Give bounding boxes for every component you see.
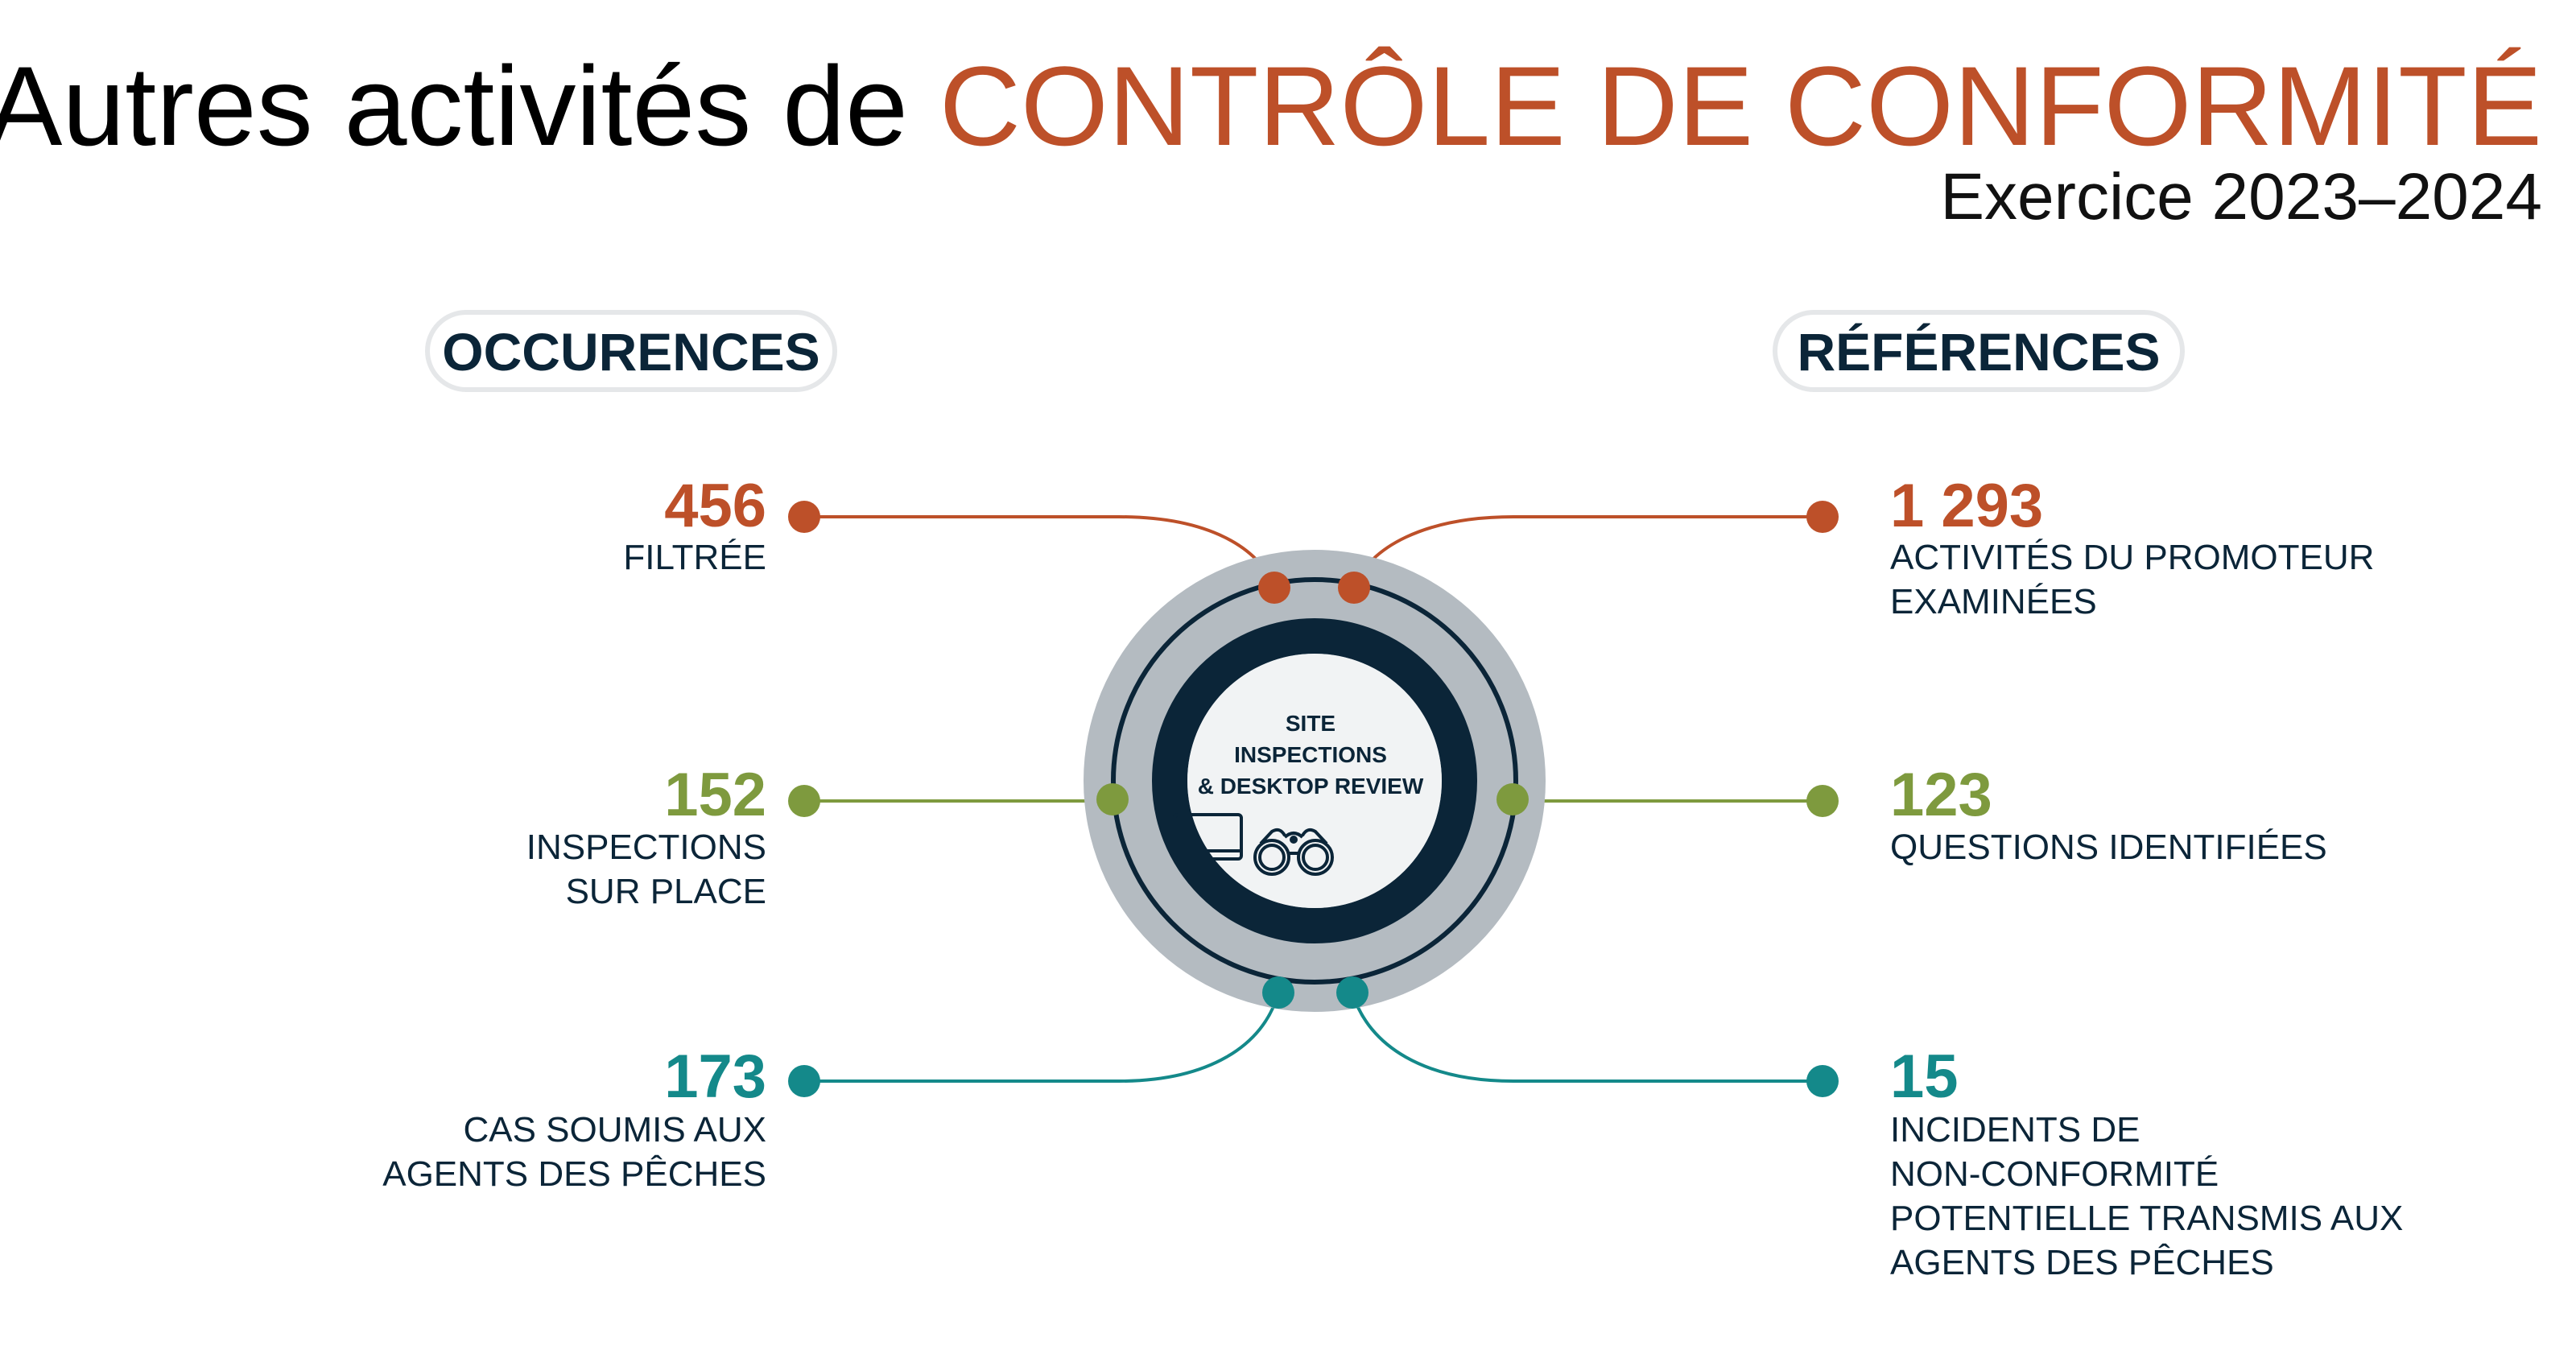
monitor-icon	[1173, 813, 1243, 870]
stat-inspections: 152 INSPECTIONS SUR PLACE	[526, 761, 766, 911]
stat-label: POTENTIELLE TRANSMIS AUX	[1890, 1199, 2403, 1238]
stat-filtree: 456 FILTRÉE	[623, 472, 766, 577]
svg-text:OCCURENCES: OCCURENCES	[442, 322, 819, 382]
stat-value: 123	[1890, 761, 1992, 829]
binoculars-icon	[1253, 828, 1334, 876]
stat-incidents: 15 INCIDENTS DE NON-CONFORMITÉ POTENTIEL…	[1890, 1042, 2403, 1282]
page-subtitle: Exercice 2023–2024	[1940, 160, 2542, 233]
title-highlight: CONTRÔLE DE CONFORMITÉ	[939, 43, 2542, 169]
ring-dots	[788, 501, 1839, 1097]
center-line-2: INSPECTIONS	[1234, 742, 1387, 767]
page-title: Autres activités de CONTRÔLE DE CONFORMI…	[0, 43, 2542, 169]
stat-activites: 1 293 ACTIVITÉS DU PROMOTEUR EXAMINÉES	[1890, 472, 2374, 621]
connector-incidents	[1351, 992, 1823, 1083]
stat-cas-soumis: 173 CAS SOUMIS AUX AGENTS DES PÊCHES	[382, 1042, 766, 1194]
stat-label: NON-CONFORMITÉ	[1890, 1154, 2219, 1194]
stat-label: CAS SOUMIS AUX	[463, 1110, 766, 1150]
stat-value: 15	[1890, 1042, 1959, 1111]
ring-dot-teal-left	[1262, 976, 1294, 1009]
title-prefix: Autres activités de	[0, 43, 939, 169]
stat-label: ACTIVITÉS DU PROMOTEUR	[1890, 538, 2374, 577]
stat-questions: 123 QUESTIONS IDENTIFIÉES	[1890, 761, 2327, 867]
connector-activites	[1352, 515, 1823, 588]
connector-cas	[804, 992, 1280, 1083]
ring-dot-teal-right	[1336, 976, 1368, 1009]
stat-label: AGENTS DES PÊCHES	[382, 1154, 766, 1194]
stat-label: INSPECTIONS	[526, 828, 766, 867]
stat-label: QUESTIONS IDENTIFIÉES	[1890, 828, 2327, 867]
stat-label: SUR PLACE	[566, 872, 766, 911]
stat-label: INCIDENTS DE	[1890, 1110, 2140, 1150]
center-line-1: SITE	[1286, 711, 1335, 736]
ring-dot-orange-left	[1258, 572, 1290, 604]
ring-dot-green-left	[1096, 783, 1129, 815]
ring-dot-green-right	[1496, 783, 1529, 815]
stat-value: 1 293	[1890, 472, 2043, 540]
stat-value: 173	[664, 1042, 766, 1111]
center-line-3: & DESKTOP REVIEW	[1198, 774, 1424, 799]
stat-label: EXAMINÉES	[1890, 582, 2097, 621]
references-heading: RÉFÉRENCES	[1773, 310, 2185, 392]
connector-filtree	[804, 515, 1276, 588]
stat-value: 152	[664, 761, 766, 829]
stat-label: FILTRÉE	[623, 538, 766, 577]
stat-value: 456	[664, 472, 766, 540]
center-hub: SITE INSPECTIONS & DESKTOP REVIEW	[1084, 550, 1546, 1012]
occurences-heading: OCCURENCES	[425, 310, 837, 392]
svg-text:RÉFÉRENCES: RÉFÉRENCES	[1797, 322, 2160, 382]
stat-label: AGENTS DES PÊCHES	[1890, 1243, 2274, 1282]
connectors	[804, 515, 1823, 1083]
ring-dot-orange-right	[1338, 572, 1370, 604]
